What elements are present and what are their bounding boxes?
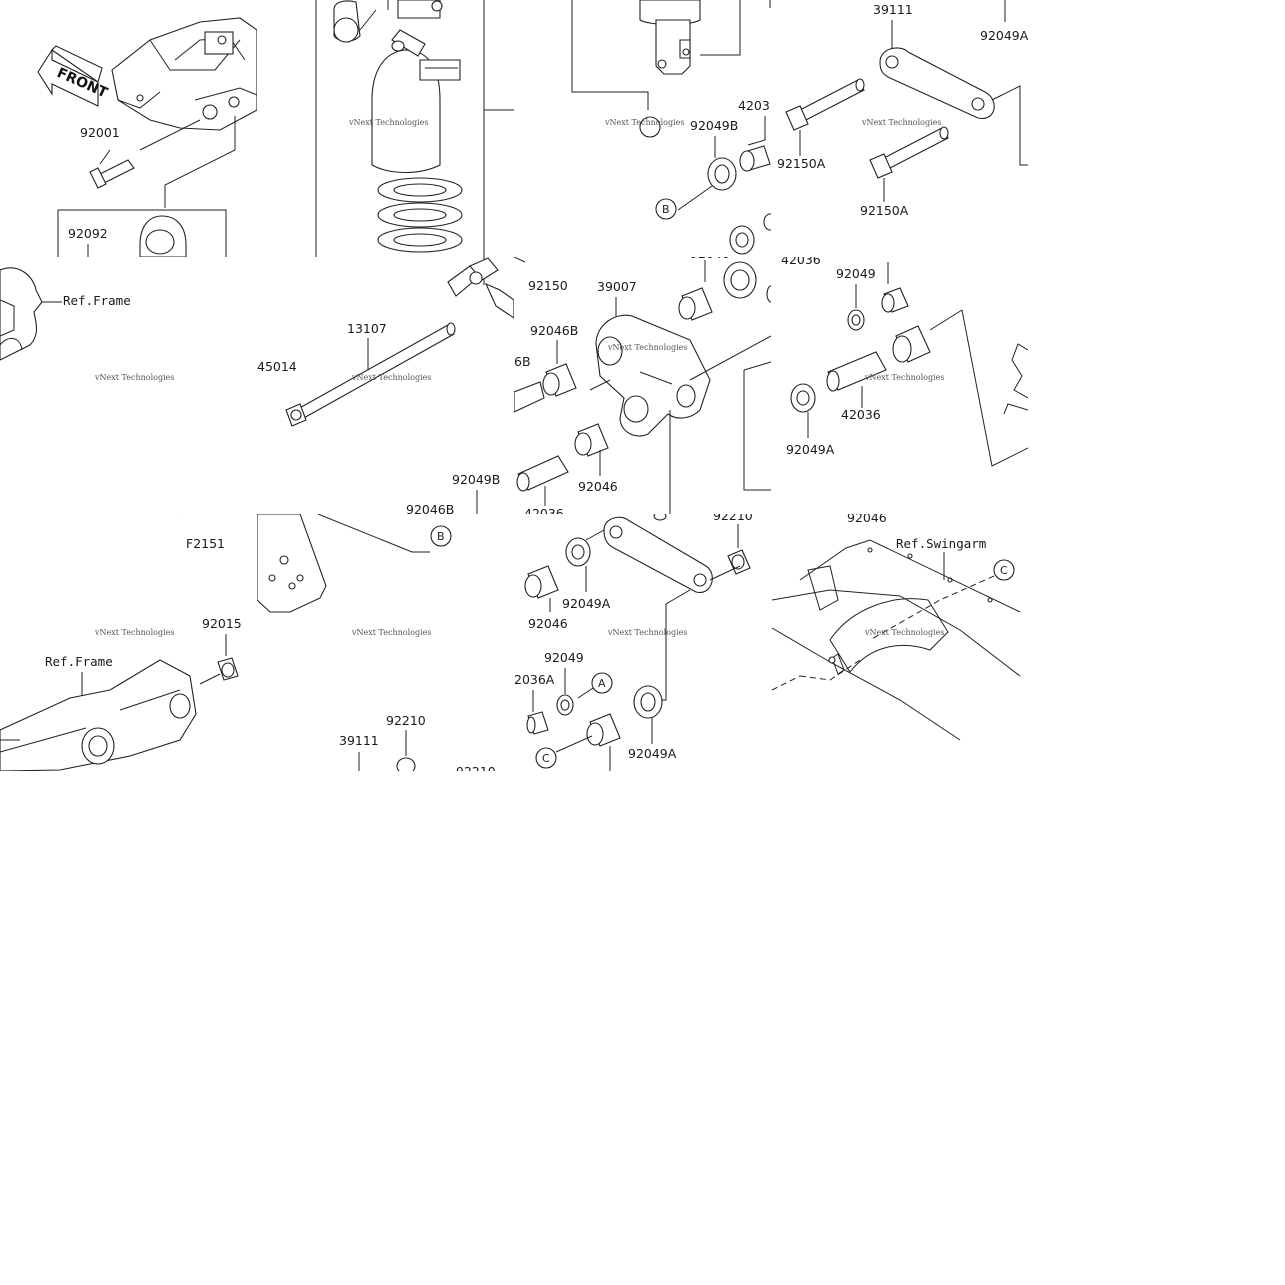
label-92210-frag: 92210 xyxy=(456,764,496,779)
watermark: vNext Technologies xyxy=(348,118,428,127)
label-13107: 13107 xyxy=(347,321,387,336)
label-92001: 92001 xyxy=(80,125,120,140)
tile-frame-bracket: FRONT 92001 92092 xyxy=(37,17,257,257)
bolt-92001 xyxy=(89,159,135,189)
label-92046A: 92046A xyxy=(606,502,655,517)
ref-frame-top: Ref.Frame xyxy=(63,293,131,308)
nut-92210 xyxy=(727,549,751,575)
label-6B: 6B xyxy=(514,354,531,369)
label-92046-top-right: 92046 xyxy=(847,510,887,525)
washer-92049-low xyxy=(556,694,574,716)
label-92049B-top: 92049B xyxy=(690,118,738,133)
bearing-top xyxy=(678,287,713,321)
collar-low xyxy=(516,455,569,492)
label-F2151: F2151 xyxy=(186,536,225,551)
callout-b-low: B xyxy=(437,530,445,543)
watermark: vNext Technologies xyxy=(604,118,684,127)
tile-shock-upper: vNext Technologies xyxy=(315,0,514,257)
watermark: vNext Technologies xyxy=(864,373,944,382)
label-42036-frag: 42036 xyxy=(524,506,564,521)
bearing-left xyxy=(542,363,577,397)
label-92049-right: 92049 xyxy=(836,266,876,281)
washer-92049A-bottom xyxy=(633,685,663,719)
label-92150: 92150 xyxy=(528,278,568,293)
label-92049-low: 92049 xyxy=(544,650,584,665)
tile-ref-frame-left: Ref.Frame vNext Technologies xyxy=(0,267,174,382)
rocker-arm-39007 xyxy=(595,314,711,437)
label-92046-frag: 92046 xyxy=(690,246,730,261)
watermark: vNext Technologies xyxy=(351,373,431,382)
washer-upper xyxy=(723,261,757,299)
watermark: vNext Technologies xyxy=(607,343,687,352)
tile-ref-swingarm: 92046 Ref.Swingarm C vNext Technologies xyxy=(771,510,1021,741)
label-92046-low: 92046 xyxy=(528,616,568,631)
label-42036-top: 42036 xyxy=(781,252,821,267)
collar-42036 xyxy=(826,351,887,392)
bearing-small-right xyxy=(881,287,909,313)
tile-tie-rod: 39111 92049A 92150A 92150A vNext Technol… xyxy=(777,0,1029,218)
label-92046B-mid: 92046B xyxy=(530,323,578,338)
label-92092: 92092 xyxy=(68,226,108,241)
label-92046-mid: 92046 xyxy=(578,479,618,494)
watermark: vNext Technologies xyxy=(94,373,174,382)
label-39111-top: 39111 xyxy=(873,2,913,17)
bearing-mid xyxy=(574,423,609,457)
label-92049A-low: 92049A xyxy=(562,596,611,611)
tile-bracket-lower: B vNext Technologies 92210 39111 92210 xyxy=(257,514,496,779)
watermark: vNext Technologies xyxy=(861,118,941,127)
bearing-upper xyxy=(729,225,755,255)
callout-c-right: C xyxy=(1000,564,1008,577)
pivot-shaft-13107 xyxy=(285,322,456,427)
label-92049A-top: 92049A xyxy=(980,28,1029,43)
bearing-large-right xyxy=(892,325,931,363)
bolt-92150A-2 xyxy=(869,126,949,179)
collar-2036A xyxy=(526,711,549,735)
tile-rocker-arm: 92150 39007 92046 92046B 6B xyxy=(514,246,771,521)
label-42036-mid: 42036 xyxy=(841,407,881,422)
label-92210-low: 92210 xyxy=(386,713,426,728)
label-92049A-bottom: 92049A xyxy=(628,746,677,761)
callout-a: A xyxy=(598,677,606,690)
label-92150A-2: 92150A xyxy=(860,203,909,218)
label-2036A: 2036A xyxy=(514,672,555,687)
ref-swingarm: Ref.Swingarm xyxy=(896,536,986,551)
label-92046B-low: 92046B xyxy=(406,502,454,517)
label-4203: 4203 xyxy=(738,98,770,113)
label-92150A-1: 92150A xyxy=(777,156,826,171)
tile-pivot-shaft: 13107 45014 vNext Technologies 92049B 92… xyxy=(257,257,514,517)
tile-right-bearings: 42036 92049 42036 vNext Technologies 4 xyxy=(763,252,1028,467)
link-39111 xyxy=(603,516,713,593)
washer-92049B xyxy=(707,157,737,191)
callout-b: B xyxy=(662,203,670,216)
tile-shock-lower-collar: vNext Technologies 4203 92049B B xyxy=(571,0,771,255)
label-92210-top: 92210 xyxy=(713,508,753,523)
collar-4203 xyxy=(739,145,771,172)
watermark: vNext Technologies xyxy=(94,628,174,637)
callout-c: C xyxy=(542,752,550,765)
label-92049B-mid: 92049B xyxy=(452,472,500,487)
washer-92049A-mid xyxy=(790,383,816,413)
tile-lower-link: 92046A 92210 92046 92049A vNext Technolo… xyxy=(514,502,753,771)
ref-frame-bottom: Ref.Frame xyxy=(45,654,113,669)
nut-92015 xyxy=(217,657,239,681)
bolt-92150A-1 xyxy=(785,78,865,131)
watermark: vNext Technologies xyxy=(607,628,687,637)
label-92049A-mid: 92049A xyxy=(786,442,835,457)
label-92015: 92015 xyxy=(202,616,242,631)
spring-coils xyxy=(377,177,463,253)
watermark: vNext Technologies xyxy=(864,628,944,637)
bearing-92046-low xyxy=(524,565,559,599)
bearing-92046-bottom xyxy=(586,713,621,747)
label-39007: 39007 xyxy=(597,279,637,294)
front-arrow-icon: FRONT xyxy=(37,45,110,107)
label-45014: 45014 xyxy=(257,359,297,374)
tie-rod-39111 xyxy=(879,47,995,119)
watermark: vNext Technologies xyxy=(351,628,431,637)
label-39111-low: 39111 xyxy=(339,733,379,748)
label-4-frag: 4 xyxy=(763,415,771,430)
washer-92049-right xyxy=(847,309,865,331)
tile-ref-frame-lower: F2151 92015 Ref.Frame vNext Technologies xyxy=(0,514,242,771)
washer-92049A-low xyxy=(565,537,591,567)
